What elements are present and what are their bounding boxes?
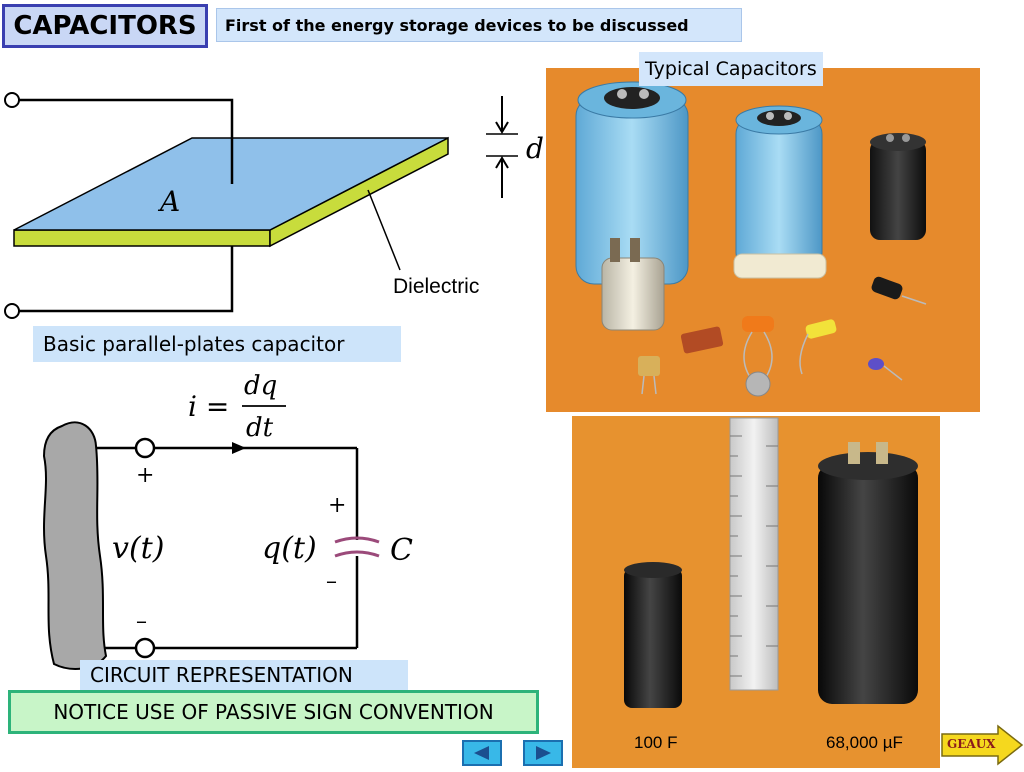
- previous-slide-button[interactable]: [462, 740, 502, 766]
- equation-numerator: dq: [244, 371, 277, 401]
- page-title: CAPACITORS: [2, 4, 208, 48]
- ruler-ticks: [730, 435, 778, 677]
- source-blob: [42, 421, 108, 670]
- charge-label: q(t): [262, 531, 317, 566]
- capacitor-size-illustration: 100 F 68,000 µF: [624, 417, 918, 752]
- capacitor-size-comparison-photo: 100 F 68,000 µF: [572, 416, 940, 768]
- large-capacitor-label: 68,000 µF: [826, 733, 903, 752]
- dielectric-label: Dielectric: [393, 275, 479, 298]
- plus-right-label: +: [328, 493, 346, 518]
- capacitance-label: C: [390, 533, 413, 568]
- dielectric-front: [13, 229, 271, 247]
- parallel-plate-diagram: A d Dielectric: [4, 92, 544, 319]
- typical-capacitors-illustration: [575, 81, 927, 397]
- circuit-caption: CIRCUIT REPRESENTATION: [80, 660, 408, 690]
- geaux-label: GEAUX: [947, 737, 996, 751]
- small-capacitor-label: 100 F: [634, 733, 677, 752]
- negative-terminal-icon: [134, 637, 156, 659]
- minus-right-label: –: [326, 569, 337, 594]
- bottom-lead: [19, 246, 234, 313]
- passive-sign-notice: NOTICE USE OF PASSIVE SIGN CONVENTION: [8, 690, 539, 734]
- area-label: A: [157, 185, 180, 218]
- equation-lhs: i =: [188, 390, 229, 423]
- circuit-diagram: i = dq dt + – v(t) q(t) + – C: [42, 371, 413, 670]
- bottom-terminal-icon: [4, 303, 20, 319]
- dielectric-callout-line: [367, 189, 401, 271]
- right-arrow-icon: [536, 746, 551, 760]
- geaux-button[interactable]: GEAUX: [940, 724, 1024, 766]
- next-slide-button[interactable]: [523, 740, 563, 766]
- capacitor-plate-top-icon: [334, 536, 380, 544]
- typical-capacitors-caption: Typical Capacitors: [639, 52, 823, 86]
- geaux-arrow-icon: [941, 724, 1024, 766]
- left-arrow-icon: [474, 746, 489, 760]
- distance-label: d: [526, 132, 544, 165]
- plates-caption: Basic parallel-plates capacitor: [33, 326, 401, 362]
- top-terminal-icon: [4, 92, 20, 108]
- minus-left-label: –: [136, 609, 147, 634]
- plus-left-label: +: [136, 463, 154, 488]
- page-subtitle: First of the energy storage devices to b…: [216, 8, 742, 42]
- current-arrow-icon: [232, 442, 246, 454]
- typical-capacitors-photo: [546, 68, 980, 412]
- equation-denominator: dt: [246, 413, 274, 443]
- voltage-label: v(t): [112, 531, 164, 566]
- capacitor-plate-bottom-icon: [334, 550, 380, 558]
- positive-terminal-icon: [134, 437, 156, 459]
